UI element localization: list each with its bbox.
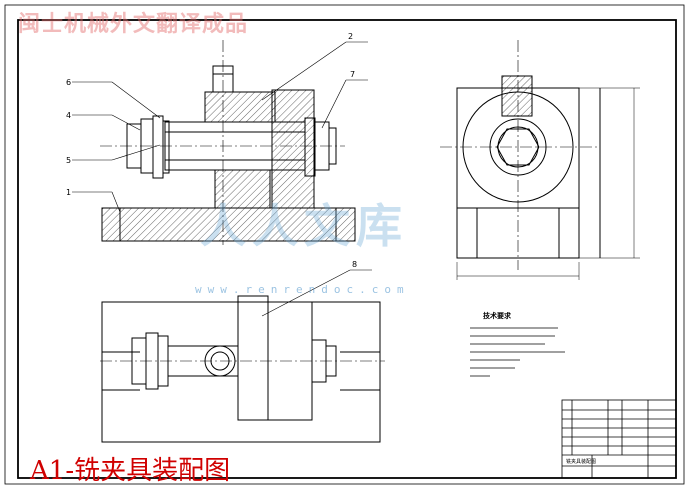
title-block-name: 铣夹具装配图 xyxy=(566,458,596,465)
side-view xyxy=(456,75,601,259)
front-view xyxy=(101,65,356,242)
drawing-caption: A1-铣夹具装配图 xyxy=(30,456,231,486)
label-part-8: 8 xyxy=(352,260,357,269)
watermark-top-text: 闽士机械外文翻译成品 xyxy=(18,12,249,37)
top-view xyxy=(101,295,381,443)
title-block xyxy=(561,399,677,479)
label-part-2: 2 xyxy=(348,32,353,41)
side-view-dimensions xyxy=(456,87,640,280)
technical-requirements-title: 技术要求 xyxy=(483,311,512,320)
label-part-1: 1 xyxy=(66,188,71,197)
url-watermark: www.renrendoc.com xyxy=(195,283,410,296)
front-view-centerlines xyxy=(100,40,345,245)
inner-border xyxy=(17,19,677,479)
outer-border xyxy=(4,4,685,485)
leader-lines xyxy=(72,41,372,317)
technical-requirements-lines xyxy=(470,327,565,377)
label-part-5: 5 xyxy=(66,156,71,165)
label-part-6: 6 xyxy=(66,78,71,87)
side-view-centerlines xyxy=(440,40,598,270)
label-part-7: 7 xyxy=(350,70,355,79)
brand-watermark: 人人文库 xyxy=(200,199,408,253)
label-part-4: 4 xyxy=(66,111,71,120)
